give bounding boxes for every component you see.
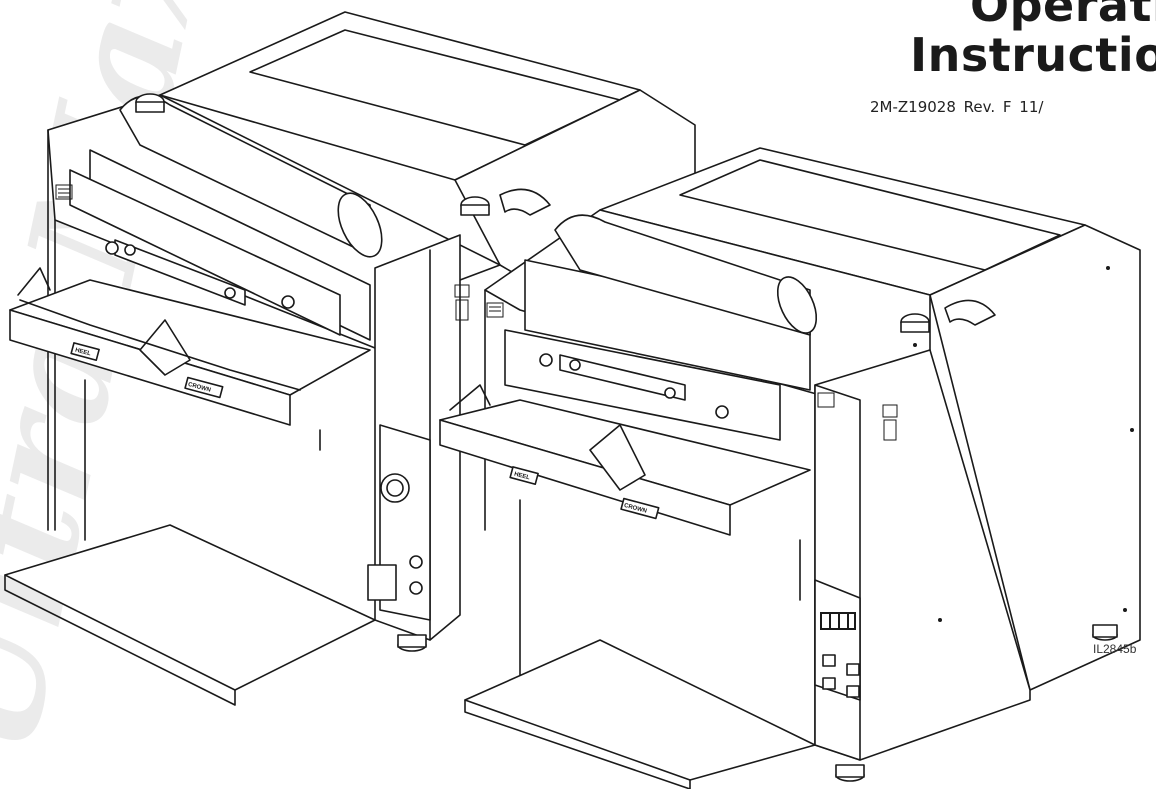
right-sheeter-machine: HEEL CROWN — [439, 147, 1141, 789]
right-crown-badge: CROWN — [620, 497, 660, 520]
left-sheeter-machine: HEEL CROWN — [4, 11, 696, 706]
document-number: 2M-Z19028 Rev. F 11/ — [870, 98, 1044, 116]
left-crown-badge: CROWN — [184, 376, 224, 399]
left-heel-badge: HEEL — [70, 342, 100, 361]
svg-text:HEEL: HEEL — [513, 471, 530, 481]
manual-title-line-1: Operatio — [970, 0, 1156, 32]
digital-control-panel — [814, 579, 861, 701]
illustration-id: IL2845b — [1093, 642, 1137, 656]
svg-text:HEEL: HEEL — [74, 347, 91, 357]
svg-text:CROWN: CROWN — [187, 382, 211, 394]
manual-title-line-2: Instructio — [910, 28, 1156, 82]
svg-text:CROWN: CROWN — [623, 503, 647, 515]
right-heel-badge: HEEL — [509, 466, 539, 485]
